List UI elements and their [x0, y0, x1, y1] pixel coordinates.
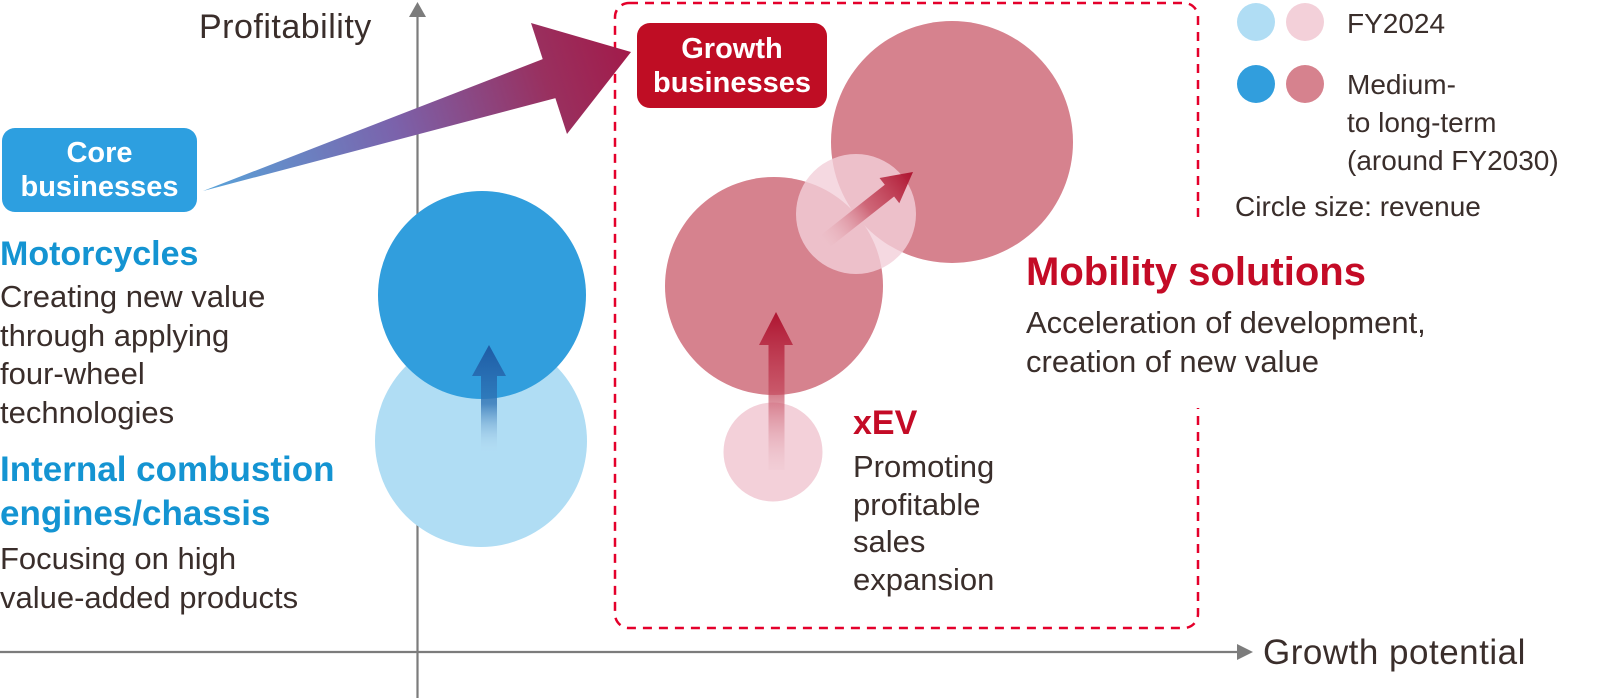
y-axis-arrowhead-icon	[409, 2, 426, 17]
mobility-title: Mobility solutions	[1026, 250, 1366, 294]
growth-businesses-tag: Growth businesses	[637, 23, 827, 108]
ice-desc: Focusing on high value-added products	[0, 541, 299, 615]
xev-desc: Promoting profitable sales expansion	[853, 449, 995, 598]
motorcycles-desc: Creating new value through applying four…	[0, 279, 266, 430]
legend-swatch-pink-fy2024	[1286, 3, 1324, 41]
legend-swatch-blue-fy2030	[1237, 65, 1275, 103]
growth-region-dashed-border	[613, 1, 1200, 630]
core-growth-arrow-icon	[472, 345, 506, 452]
xev-title: xEV	[853, 404, 918, 442]
white-patch	[1080, 224, 1233, 408]
mobility-growth-arrow-icon	[818, 172, 913, 249]
bubble-core-fy2030	[378, 191, 586, 399]
legend-swatch-blue-fy2024	[1237, 3, 1275, 41]
ice-title: Internal combustion engines/chassis	[0, 450, 335, 533]
legend-fy2024-label: FY2024	[1347, 8, 1446, 39]
core-businesses-tag: Core businesses	[2, 128, 197, 212]
motorcycles-title: Motorcycles	[0, 235, 199, 273]
core-to-growth-arrow-shaft	[203, 59, 556, 191]
x-axis-label: Growth potential	[1263, 633, 1526, 672]
legend-circle-size-note: Circle size: revenue	[1235, 191, 1481, 222]
core-to-growth-arrowhead-icon	[531, 23, 631, 134]
xev-growth-arrow-icon	[759, 312, 793, 470]
x-axis-arrowhead-icon	[1237, 644, 1253, 660]
legend-swatch-pink-fy2030	[1286, 65, 1324, 103]
legend-longterm-label: Medium- to long-term (around FY2030)	[1347, 69, 1559, 176]
mobility-desc: Acceleration of development, creation of…	[1026, 305, 1426, 379]
y-axis-label: Profitability	[199, 8, 372, 46]
